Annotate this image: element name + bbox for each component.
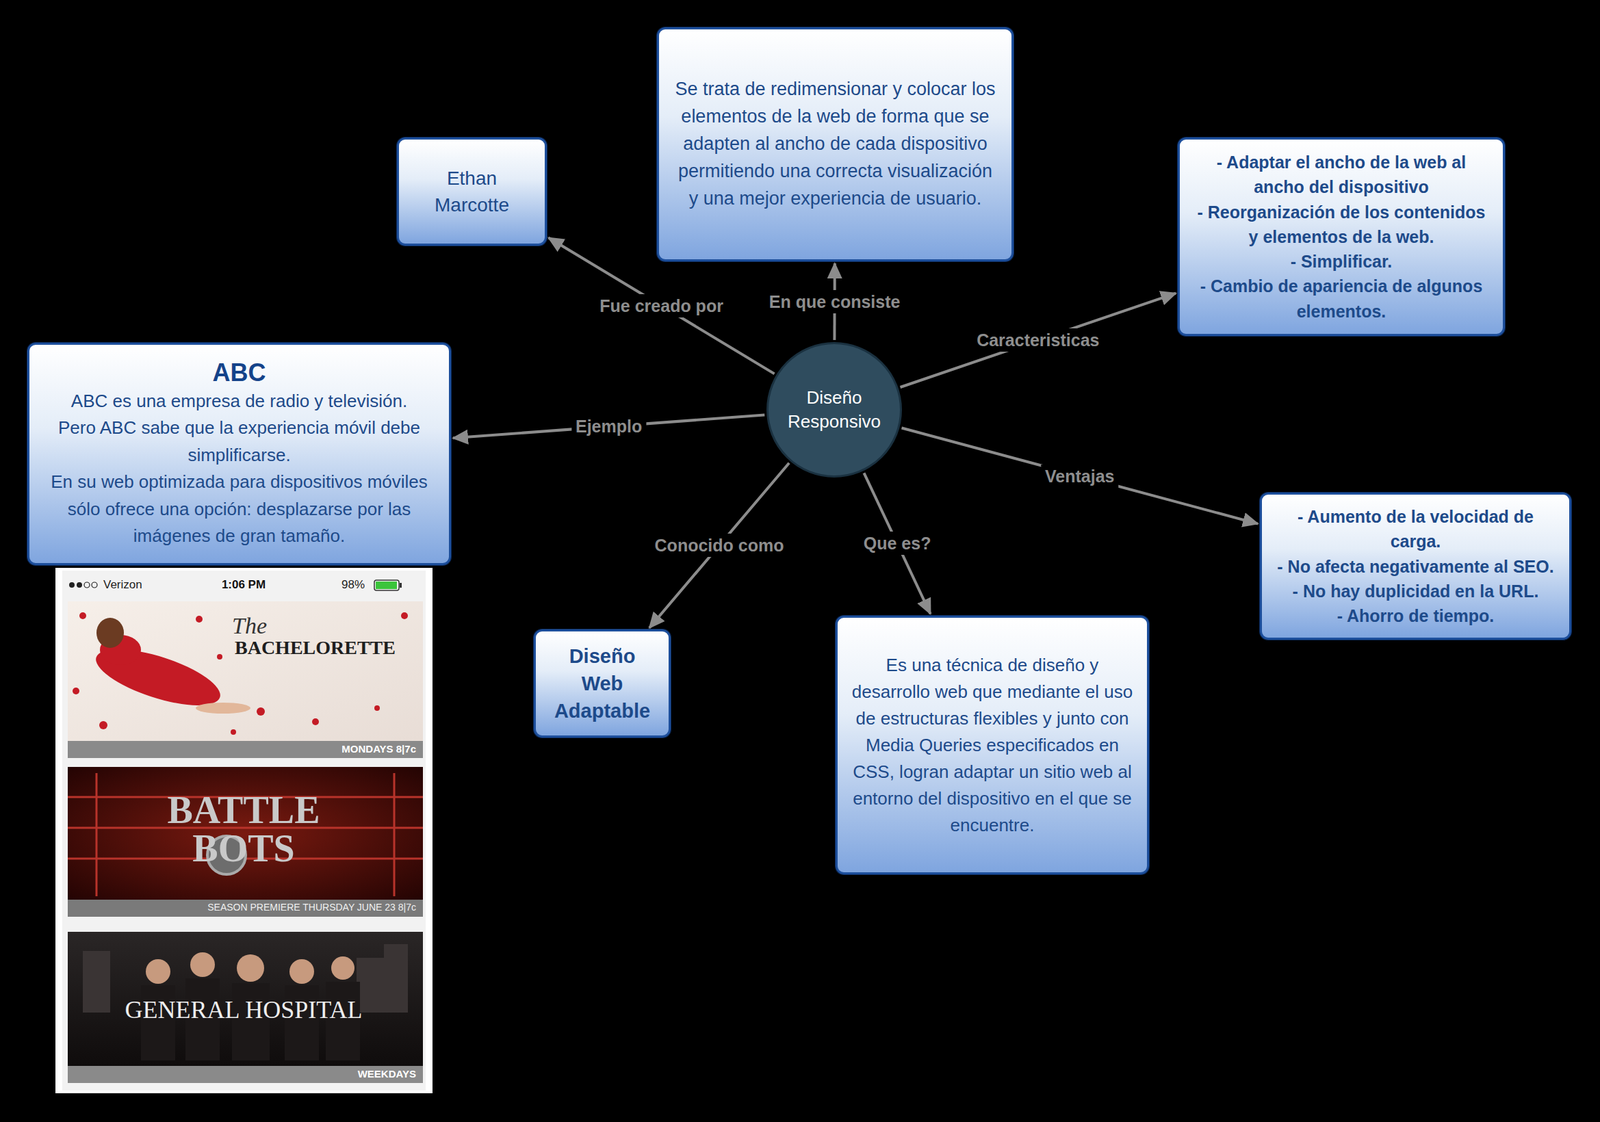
box-text: - Aumento de la velocidad de carga. bbox=[1274, 504, 1557, 555]
screenshot-text: SEASON PREMIERE THURSDAY JUNE 23 8|7c bbox=[207, 902, 417, 913]
box-text: - Reorganización de los contenidos y ele… bbox=[1192, 199, 1491, 250]
screenshot-text: 1:06 PM bbox=[221, 578, 266, 592]
author-box: Ethan Marcotte bbox=[396, 137, 547, 246]
edge-label: Conocido como bbox=[650, 533, 789, 558]
box-text: Diseño Responsivo bbox=[776, 385, 892, 434]
box-text: - Adaptar el ancho de la web al ancho de… bbox=[1192, 149, 1491, 200]
features-box: - Adaptar el ancho de la web al ancho de… bbox=[1177, 137, 1505, 337]
box-text: ABC es una empresa de radio y televisión… bbox=[71, 388, 408, 416]
connector-arrow bbox=[900, 293, 1177, 388]
edge-label: Fue creado por bbox=[595, 294, 728, 318]
screenshot-text: WEEKDAYS bbox=[357, 1068, 417, 1081]
box-text: Pero ABC sabe que la experiencia móvil d… bbox=[41, 414, 437, 469]
screenshot-text: GENERAL HOSPITAL bbox=[125, 997, 363, 1025]
edge-label: Que es? bbox=[859, 531, 936, 556]
box-text: - No hay duplicidad en la URL. bbox=[1292, 578, 1540, 604]
screenshot-text: MONDAYS 8|7c bbox=[341, 743, 417, 756]
edge-label: Ventajas bbox=[1040, 464, 1119, 488]
alias-box: Diseño Web Adaptable bbox=[533, 629, 671, 738]
box-text: - No afecta negativamente al SEO. bbox=[1276, 554, 1554, 579]
central-circle: Diseño Responsivo bbox=[766, 342, 902, 478]
edge-label: Caracteristicas bbox=[972, 328, 1104, 352]
screenshot-text: 98% bbox=[341, 578, 365, 592]
screenshot-text: BACHELORETTE bbox=[234, 637, 396, 660]
box-text: Es una técnica de diseño y desarrollo we… bbox=[849, 652, 1135, 840]
box-text: En su web optimizada para dispositivos m… bbox=[41, 468, 437, 551]
connector-arrow bbox=[649, 463, 790, 629]
example-box: ABCABC es una empresa de radio y televis… bbox=[27, 342, 451, 566]
edge-label: Ejemplo bbox=[571, 414, 647, 438]
box-text: Diseño Web Adaptable bbox=[548, 642, 657, 725]
box-heading: ABC bbox=[212, 357, 267, 388]
connector-arrow bbox=[901, 428, 1259, 525]
screenshot-text: Verizon bbox=[103, 578, 143, 592]
edge-label: En que consiste bbox=[765, 290, 905, 314]
advantages-box: - Aumento de la velocidad de carga.- No … bbox=[1259, 492, 1572, 640]
screenshot-text: The bbox=[231, 613, 267, 639]
definition-box: Es una técnica de diseño y desarrollo we… bbox=[835, 615, 1150, 875]
box-text: Se trata de redimensionar y colocar los … bbox=[671, 75, 1000, 213]
box-text: - Simplificar. bbox=[1290, 249, 1393, 274]
box-text: - Cambio de apariencia de algunos elemen… bbox=[1192, 273, 1491, 324]
phone-screenshot: Verizon 1:06 PM 98% TheBACHELORETTE MONDAYS … bbox=[55, 568, 433, 1094]
connector-arrow bbox=[453, 415, 765, 439]
screenshot-text: BATTLE BOTS bbox=[130, 791, 357, 868]
box-text: - Ahorro de tiempo. bbox=[1337, 603, 1495, 629]
definition-box: Se trata de redimensionar y colocar los … bbox=[656, 27, 1014, 262]
box-text: Ethan Marcotte bbox=[411, 164, 533, 219]
